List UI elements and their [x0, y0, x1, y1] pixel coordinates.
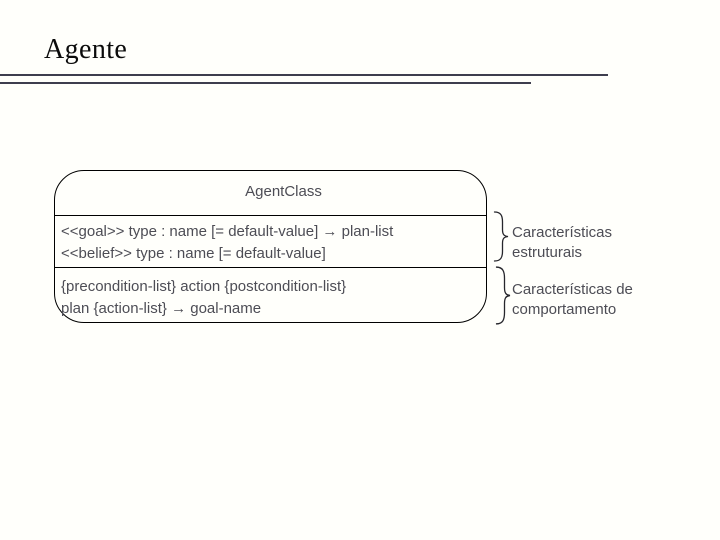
slide-title: Agente	[44, 34, 128, 65]
compartment-line: <<goal>> type : name [= default-value] →…	[61, 223, 394, 240]
annotation-behavioral: Características de comportamento	[512, 280, 633, 320]
right-curly-brace-icon	[495, 266, 511, 325]
structural-compartment: <<goal>> type : name [= default-value] →…	[61, 221, 482, 265]
title-rule-primary	[0, 74, 608, 76]
compartment-divider	[55, 214, 486, 216]
annotation-structural: Características estruturais	[512, 223, 612, 263]
compartment-line: {precondition-list} action {postconditio…	[61, 278, 347, 295]
title-rule-secondary	[0, 82, 531, 84]
agent-class-box-title: AgentClass	[245, 183, 322, 200]
right-curly-brace-icon	[493, 211, 509, 262]
annotation-line: comportamento	[512, 301, 617, 318]
annotation-line: Características de	[512, 281, 633, 298]
annotation-line: Características	[512, 224, 613, 241]
agent-class-box: AgentClass <<goal>> type : name [= defau…	[54, 170, 487, 323]
annotation-line: estruturais	[512, 244, 583, 261]
compartment-divider	[55, 267, 486, 268]
compartment-line: plan {action-list} → goal-name	[61, 300, 262, 317]
behavioral-compartment: {precondition-list} action {postconditio…	[61, 276, 482, 320]
compartment-line: <<belief>> type : name [= default-value]	[61, 245, 326, 262]
